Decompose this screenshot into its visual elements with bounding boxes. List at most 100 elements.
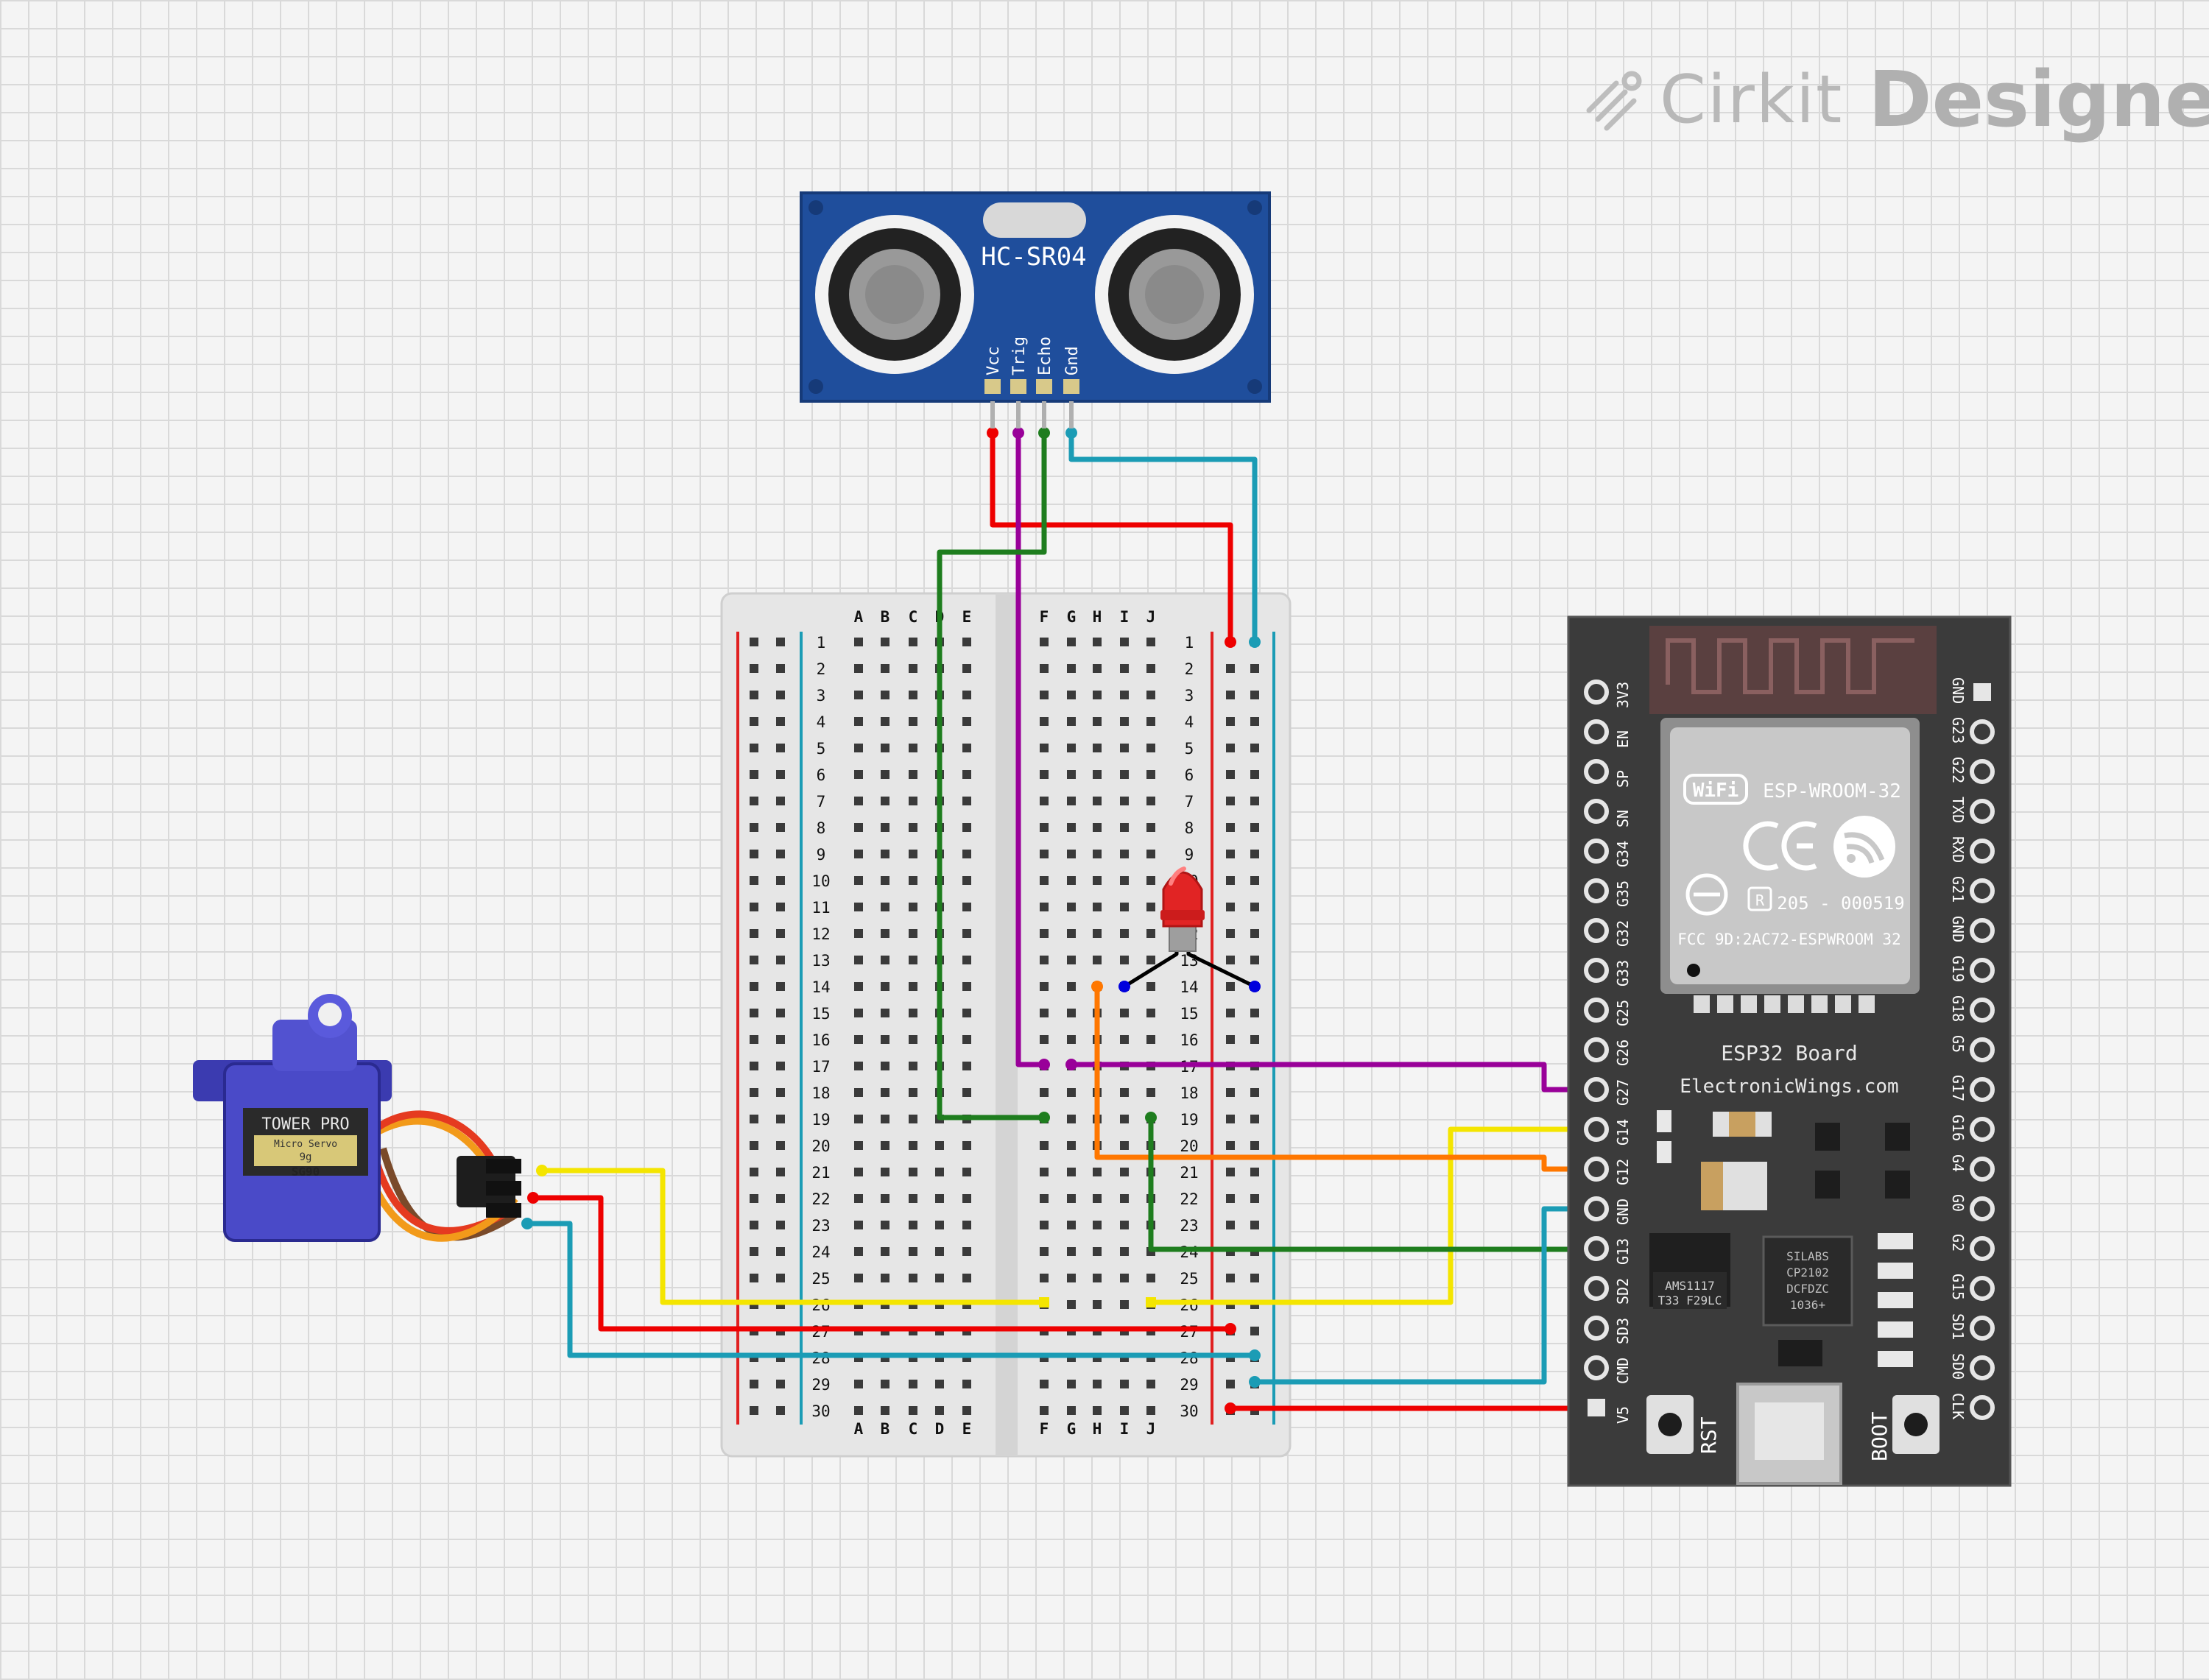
breadboard-hole[interactable] <box>1250 1274 1259 1282</box>
breadboard-hole[interactable] <box>962 982 971 991</box>
breadboard-hole[interactable] <box>1067 1088 1076 1097</box>
breadboard-hole[interactable] <box>1146 1035 1155 1044</box>
breadboard-hole[interactable] <box>1250 876 1259 885</box>
breadboard-hole[interactable] <box>909 1247 917 1256</box>
breadboard-hole[interactable] <box>909 717 917 726</box>
breadboard-hole[interactable] <box>1146 1088 1155 1097</box>
breadboard-hole[interactable] <box>962 1380 971 1388</box>
breadboard-hole[interactable] <box>1226 823 1235 832</box>
breadboard-hole[interactable] <box>1040 1274 1049 1282</box>
breadboard-hole[interactable] <box>1067 664 1076 673</box>
breadboard-hole[interactable] <box>1120 717 1129 726</box>
breadboard-hole[interactable] <box>750 1406 758 1415</box>
breadboard-hole[interactable] <box>854 717 863 726</box>
breadboard-hole[interactable] <box>909 876 917 885</box>
breadboard-hole[interactable] <box>962 956 971 964</box>
breadboard-hole[interactable] <box>1040 664 1049 673</box>
breadboard-hole[interactable] <box>1146 691 1155 699</box>
breadboard-hole[interactable] <box>881 1035 889 1044</box>
breadboard-hole[interactable] <box>1067 770 1076 779</box>
breadboard-hole[interactable] <box>881 823 889 832</box>
breadboard-hole[interactable] <box>1093 1300 1102 1309</box>
hc-sr04-sensor[interactable]: HC-SR04 Vcc Trig Echo Gnd <box>800 191 1271 428</box>
breadboard-hole[interactable] <box>1093 956 1102 964</box>
breadboard-hole[interactable] <box>881 1141 889 1150</box>
breadboard-hole[interactable] <box>1067 823 1076 832</box>
breadboard-hole[interactable] <box>1040 823 1049 832</box>
breadboard-hole[interactable] <box>750 1194 758 1203</box>
breadboard-hole[interactable] <box>881 664 889 673</box>
breadboard-hole[interactable] <box>1146 717 1155 726</box>
breadboard-hole[interactable] <box>750 691 758 699</box>
breadboard-hole[interactable] <box>1250 691 1259 699</box>
breadboard-hole[interactable] <box>776 982 785 991</box>
esp32-pin[interactable] <box>1970 1236 1995 1261</box>
breadboard-hole[interactable] <box>1120 1380 1129 1388</box>
esp32-pin[interactable] <box>1584 918 1609 943</box>
breadboard-hole[interactable] <box>881 929 889 938</box>
breadboard-hole[interactable] <box>909 1115 917 1123</box>
breadboard-hole[interactable] <box>1093 770 1102 779</box>
breadboard-hole[interactable] <box>881 1088 889 1097</box>
esp32-pin[interactable] <box>1584 1157 1609 1182</box>
esp32-pin[interactable] <box>1584 1236 1609 1261</box>
breadboard-hole[interactable] <box>750 903 758 911</box>
esp32-pin[interactable] <box>1970 958 1995 983</box>
breadboard-hole[interactable] <box>1226 1009 1235 1017</box>
breadboard-hole[interactable] <box>750 1062 758 1070</box>
breadboard-hole[interactable] <box>776 823 785 832</box>
breadboard-hole[interactable] <box>1250 1115 1259 1123</box>
breadboard-hole[interactable] <box>1067 876 1076 885</box>
breadboard-hole[interactable] <box>1226 850 1235 858</box>
breadboard-hole[interactable] <box>881 982 889 991</box>
breadboard-hole[interactable] <box>962 664 971 673</box>
breadboard-hole[interactable] <box>1226 929 1235 938</box>
breadboard-hole[interactable] <box>1067 1300 1076 1309</box>
breadboard-hole[interactable] <box>1146 850 1155 858</box>
breadboard-hole[interactable] <box>1226 876 1235 885</box>
esp32-pin[interactable] <box>1584 958 1609 983</box>
breadboard-hole[interactable] <box>962 1141 971 1150</box>
breadboard-hole[interactable] <box>881 691 889 699</box>
breadboard-hole[interactable] <box>1120 823 1129 832</box>
breadboard-hole[interactable] <box>854 1194 863 1203</box>
breadboard-hole[interactable] <box>776 1088 785 1097</box>
breadboard-hole[interactable] <box>1226 1115 1235 1123</box>
esp32-pin[interactable] <box>1584 878 1609 903</box>
breadboard-hole[interactable] <box>750 1380 758 1388</box>
breadboard-hole[interactable] <box>962 1062 971 1070</box>
wire-servo-ground[interactable] <box>524 1221 1258 1358</box>
breadboard-hole[interactable] <box>909 638 917 646</box>
esp32-pin[interactable] <box>1970 719 1995 744</box>
breadboard-hole[interactable] <box>1120 1274 1129 1282</box>
breadboard-hole[interactable] <box>909 1088 917 1097</box>
breadboard-hole[interactable] <box>1120 797 1129 805</box>
breadboard-hole[interactable] <box>962 1406 971 1415</box>
breadboard-hole[interactable] <box>935 1168 944 1176</box>
esp32-pin[interactable] <box>1970 1355 1995 1380</box>
breadboard-hole[interactable] <box>854 1115 863 1123</box>
breadboard-hole[interactable] <box>1146 664 1155 673</box>
esp32-pin[interactable] <box>1584 1117 1609 1142</box>
breadboard-hole[interactable] <box>776 1380 785 1388</box>
breadboard-hole[interactable] <box>1250 1035 1259 1044</box>
breadboard-hole[interactable] <box>854 876 863 885</box>
breadboard-hole[interactable] <box>1250 797 1259 805</box>
esp32-pin[interactable] <box>1584 1077 1609 1102</box>
breadboard-hole[interactable] <box>1250 1194 1259 1203</box>
breadboard-hole[interactable] <box>1093 929 1102 938</box>
breadboard-hole[interactable] <box>750 1221 758 1229</box>
breadboard-hole[interactable] <box>1040 1088 1049 1097</box>
breadboard-hole[interactable] <box>1120 1115 1129 1123</box>
breadboard-hole[interactable] <box>909 797 917 805</box>
breadboard-hole[interactable] <box>1093 797 1102 805</box>
wire-servo-power[interactable] <box>530 1195 1233 1332</box>
esp32-pin[interactable] <box>1970 839 1995 864</box>
breadboard-hole[interactable] <box>1093 1274 1102 1282</box>
breadboard-hole[interactable] <box>909 1009 917 1017</box>
breadboard-hole[interactable] <box>1040 717 1049 726</box>
breadboard-hole[interactable] <box>776 717 785 726</box>
breadboard-hole[interactable] <box>1250 1088 1259 1097</box>
breadboard-hole[interactable] <box>1120 1221 1129 1229</box>
breadboard-hole[interactable] <box>776 664 785 673</box>
